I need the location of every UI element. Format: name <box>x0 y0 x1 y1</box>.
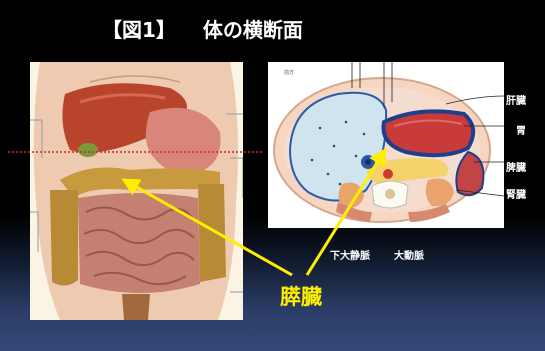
title-text: 体の横断面 <box>203 18 303 42</box>
label-aorta: 大動脈 <box>394 247 424 262</box>
ascending-colon <box>50 190 78 286</box>
aorta <box>383 169 393 179</box>
label-spleen: 脾臓 <box>506 159 526 174</box>
label-stomach: 胃 <box>516 122 526 137</box>
stomach-section <box>383 111 473 155</box>
slide-title: 【図1】 体の横断面 <box>102 14 303 43</box>
cross-section-svg: 前方 <box>268 62 504 228</box>
torso-svg <box>30 62 243 320</box>
descending-colon <box>198 184 226 282</box>
label-inferior-vena-cava: 下大静脈 <box>330 247 370 262</box>
gallbladder <box>78 143 98 157</box>
figure-number: 【図1】 <box>102 18 176 42</box>
rectum <box>122 294 150 320</box>
label-kidney: 腎臓 <box>506 186 526 201</box>
torso-illustration <box>30 62 243 320</box>
cross-section-header: 前方 <box>284 69 294 76</box>
cross-section-diagram: 前方 <box>268 62 504 228</box>
label-liver: 肝臓 <box>506 92 526 107</box>
pancreas-label: 膵臓 <box>280 281 322 311</box>
